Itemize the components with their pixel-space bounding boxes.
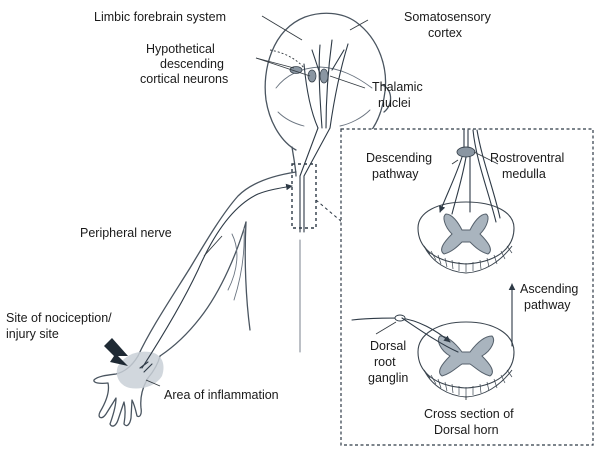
upper-cord-section [417,201,515,274]
inset-connector [315,199,343,223]
cortical-fiber-2 [325,39,333,129]
injury-mark [139,361,153,373]
upper-cord-ridges [423,245,513,272]
label-hypothetical-3: cortical neurons [140,72,228,86]
label-hypothetical-2: descending [160,57,224,71]
arm-contour-1 [227,233,238,291]
leader-lines [145,15,499,400]
ear [381,84,392,113]
label-nociception-2: injury site [6,327,59,341]
label-thalamic-2: nuclei [378,96,411,110]
descending-cortical-neuron-1 [289,66,303,74]
shoulder-outer-arm [137,171,297,357]
label-somatosensory-2: cortex [428,26,463,40]
ganglion-to-horn [401,317,459,353]
label-hypothetical-1: Hypothetical [146,42,215,56]
lower-cord-section [417,321,515,398]
label-cross-section-1: Cross section of [424,407,514,421]
hand-outline [93,355,161,427]
lower-grey-matter [437,335,495,377]
peripheral-nerve [141,183,293,369]
brain-lower-left [277,111,305,127]
label-ascending-2: pathway [524,298,571,312]
label-inflammation: Area of inflammation [164,388,279,402]
cortical-fiber-4 [303,63,319,129]
upper-grey-matter [441,213,491,255]
head-outline [264,12,387,151]
label-somatosensory-1: Somatosensory [404,10,492,24]
label-drg-3: ganglin [368,371,408,385]
injury-site-arrow [104,338,128,366]
label-descending-2: pathway [372,167,419,181]
label-cross-section-2: Dorsal horn [434,423,499,437]
descending-pathway [438,129,501,223]
descending-cortical-neuron-2 [307,69,317,83]
label-nociception-1: Site of nociception/ [6,311,112,325]
label-drg-2: root [374,355,396,369]
limbic-dashed-line [269,49,305,69]
brainstem-fiber-1 [299,127,319,233]
label-rostroventral-2: medulla [502,167,546,181]
torso-side [244,221,251,331]
label-ascending-1: Ascending [520,282,578,296]
rostroventral-medulla-node [456,146,476,158]
inflammation-area [116,351,164,389]
brainstem-fiber-2 [303,127,331,233]
label-thalamic-1: Thalamic [372,80,423,94]
spinal-segment-box [291,163,317,229]
label-limbic-forebrain: Limbic forebrain system [94,10,226,24]
brain-lower-right [339,109,371,127]
cortical-fiber-1 [318,44,323,129]
cortical-fiber-6 [331,49,345,71]
brain-internals [269,39,373,233]
inset-panel [340,128,594,446]
lower-cord-ridges [423,369,513,396]
labels: Limbic forebrain system Hypothetical des… [6,10,578,437]
label-drg-1: Dorsal [370,339,406,353]
human-figure [93,12,392,427]
arm-contour-2 [233,227,245,301]
label-descending-1: Descending [366,151,432,165]
cortex-arc [275,66,373,89]
inner-arm [159,221,247,357]
label-peripheral-nerve: Peripheral nerve [80,226,172,240]
dorsal-root-ganglion [394,314,406,322]
cortical-fiber-3 [329,43,349,129]
thalamic-nucleus [319,68,329,84]
label-rostroventral-1: Rostroventral [490,151,564,165]
